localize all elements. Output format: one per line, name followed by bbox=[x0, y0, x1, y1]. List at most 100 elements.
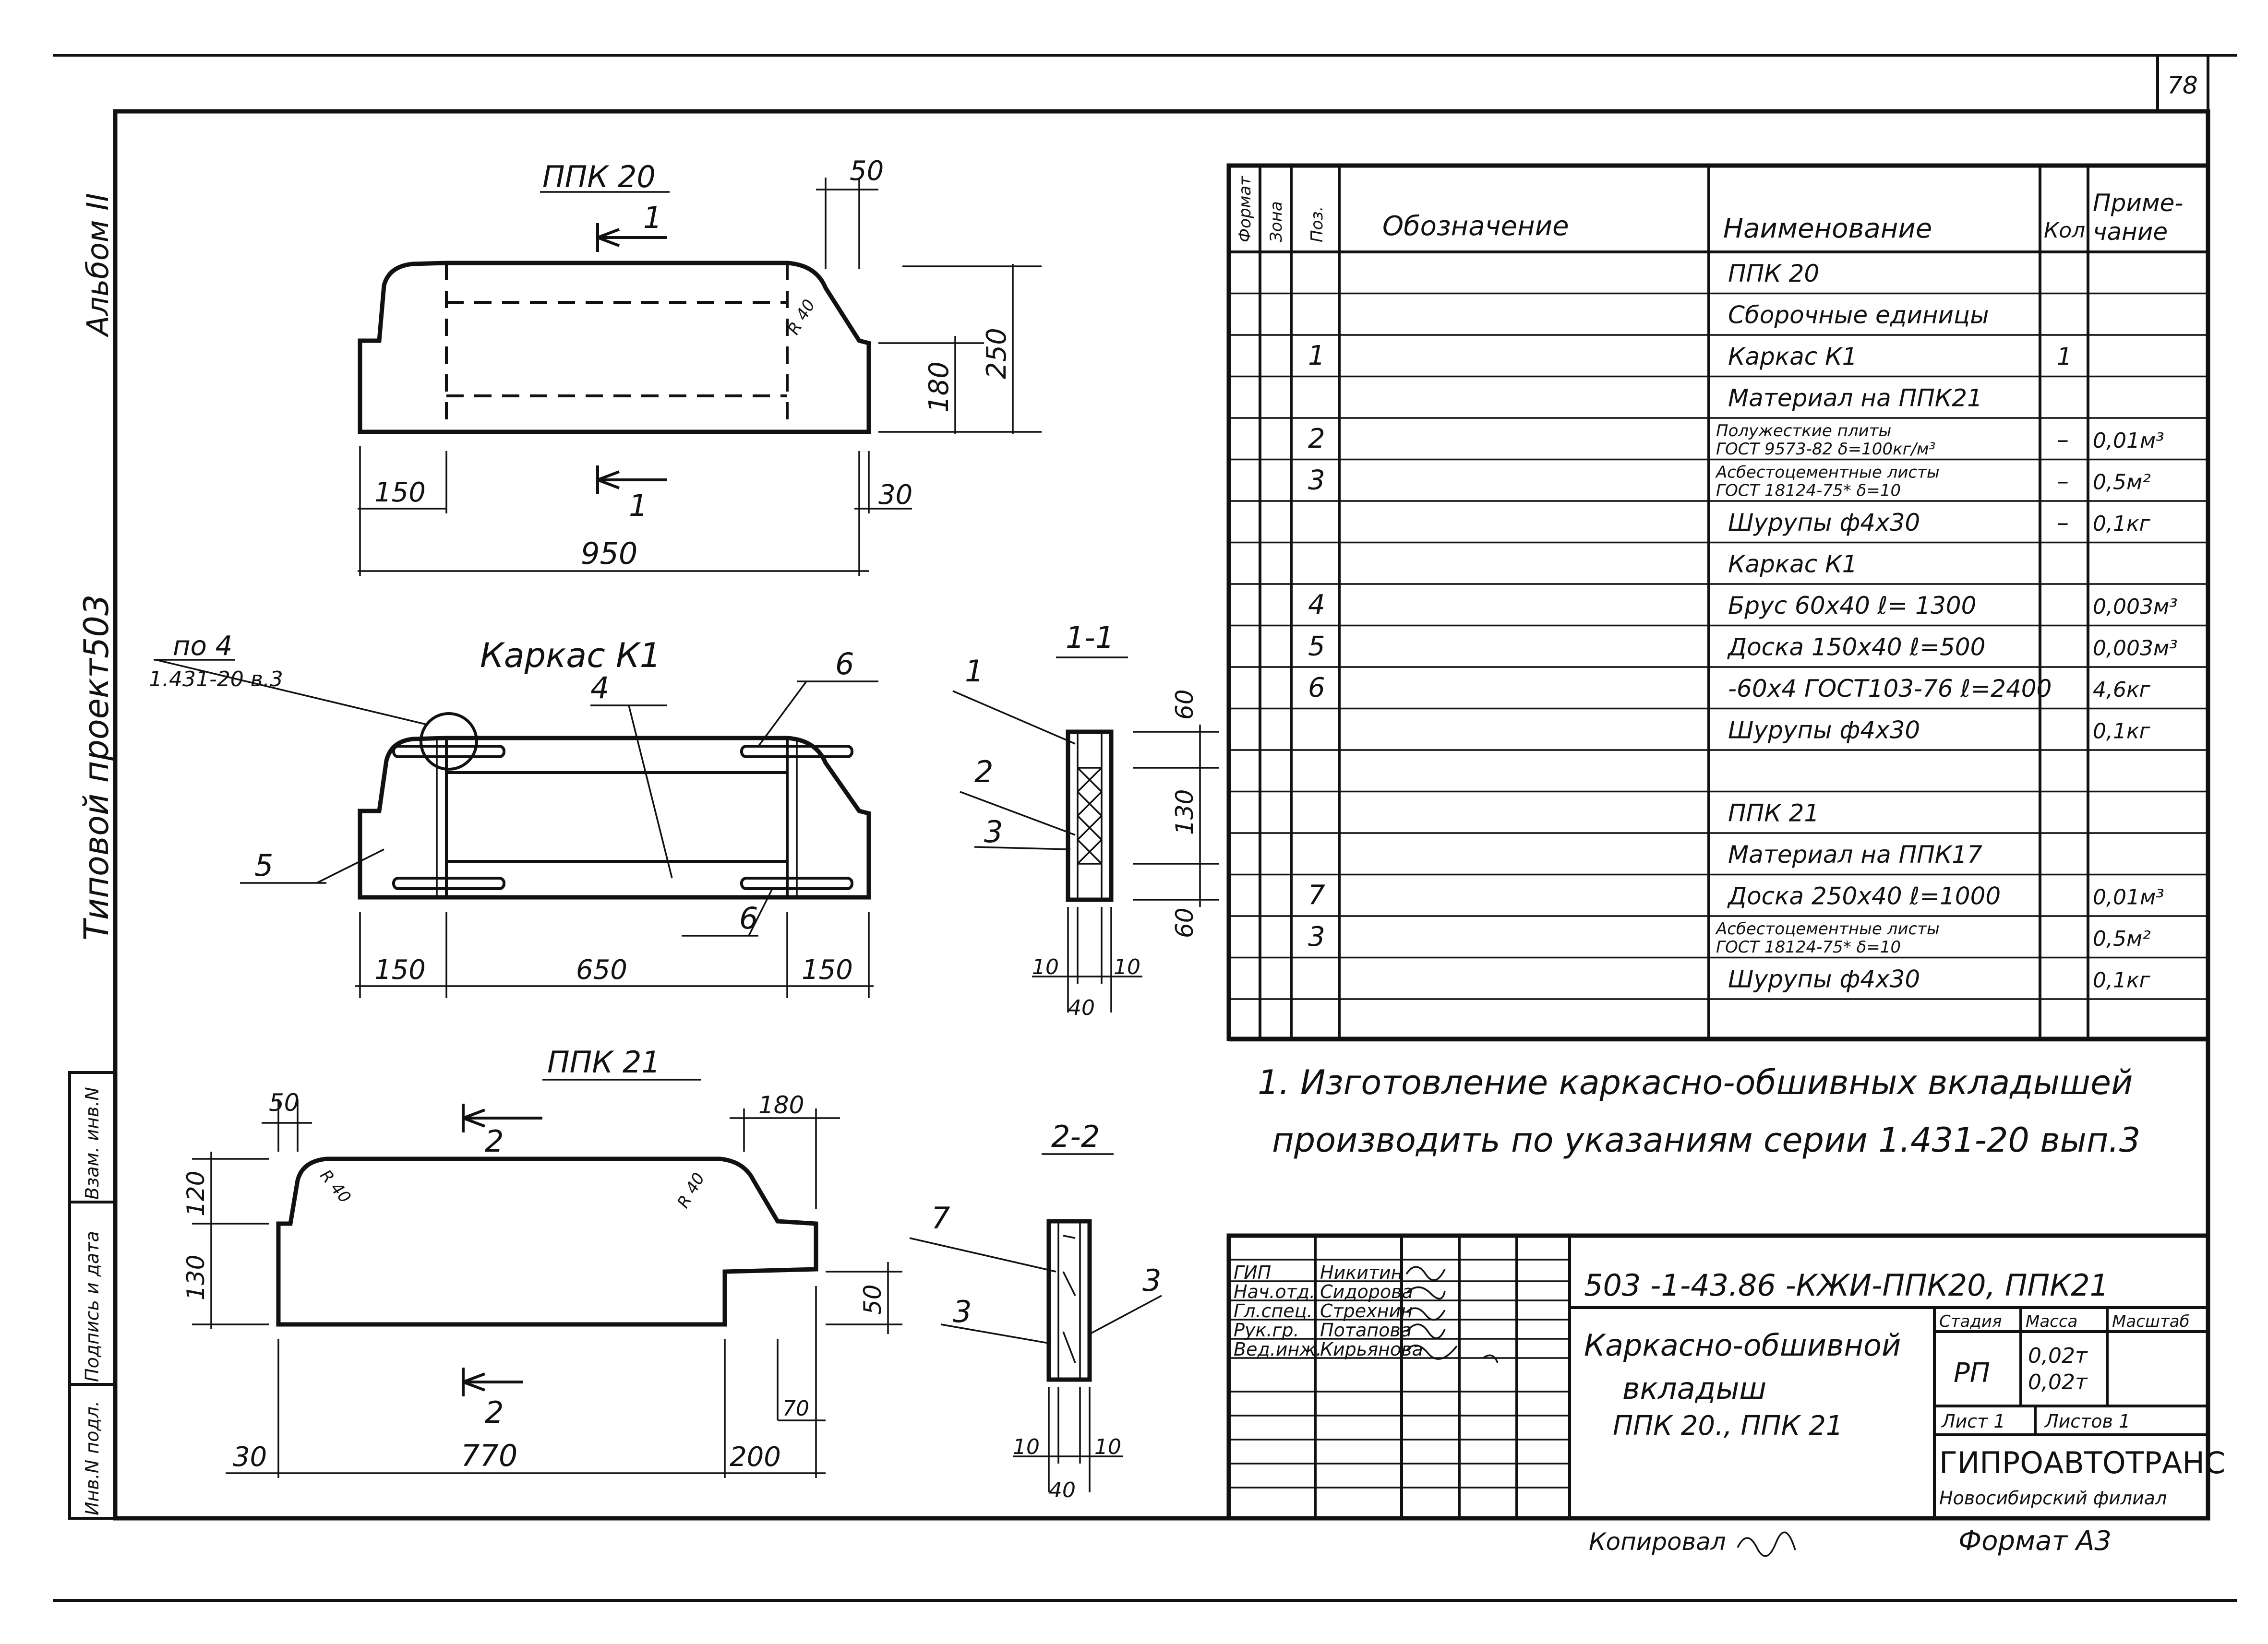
ppk20-title: ППК 20 bbox=[542, 159, 656, 194]
spec-header-note-1: Приме- bbox=[2093, 189, 2183, 217]
ppk20-radius: R 40 bbox=[784, 296, 819, 338]
section22-pos-3a: 3 bbox=[953, 1294, 972, 1329]
spec-header-designation: Обозначение bbox=[1382, 211, 1569, 242]
spec-header-note-2: чание bbox=[2093, 218, 2168, 246]
tb-role-1: Нач.отд. bbox=[1234, 1281, 1315, 1302]
tb-name-0: Никитин bbox=[1320, 1262, 1403, 1283]
project-label: Типовой проект503 bbox=[77, 595, 116, 941]
note-line-2: производить по указаниям серии 1.431-20 … bbox=[1272, 1120, 2140, 1160]
spec-cell-name: Брус 60х40 ℓ= 1300 bbox=[1728, 592, 1976, 619]
section11-dim-60b: 60 bbox=[1171, 907, 1199, 938]
footer-signature bbox=[1737, 1531, 1796, 1557]
spec-cell-pos: 7 bbox=[1308, 880, 1325, 911]
section11-dim-10a: 10 bbox=[1032, 955, 1059, 979]
frame-pos-6b: 6 bbox=[739, 901, 758, 936]
tb-title-2: вкладыш bbox=[1622, 1371, 1766, 1406]
spec-cell-name: Полужесткие плиты bbox=[1716, 421, 1891, 441]
tb-name-4: Кирьянова bbox=[1320, 1339, 1423, 1360]
stamp-inv: Инв.N подл. bbox=[82, 1401, 103, 1515]
spec-cell-pos: 4 bbox=[1308, 589, 1325, 620]
ppk21-dim-200: 200 bbox=[730, 1441, 781, 1473]
ppk21-section-arrow-top: 2 bbox=[462, 1104, 542, 1159]
spec-cell-qty: 1 bbox=[2057, 343, 2072, 370]
tb-code: 503 -1-43.86 -КЖИ-ППК20, ППК21 bbox=[1584, 1268, 2109, 1303]
section-1-1: 1-1 1 2 3 60 130 60 10 10 40 bbox=[952, 620, 1219, 1020]
frame-dim-150a: 150 bbox=[374, 954, 426, 986]
album-label: Альбом II bbox=[80, 193, 115, 338]
spec-cell-name: Материал на ППК17 bbox=[1728, 841, 1982, 869]
spec-cell-name: Материал на ППК21 bbox=[1728, 384, 1982, 412]
frame-k1-view: Каркас К1 по 4 1.431-20 в.3 4 6 6 5 bbox=[149, 631, 878, 998]
ppk21-dim-120: 120 bbox=[182, 1171, 210, 1216]
tb-role-2: Гл.спец. bbox=[1234, 1300, 1313, 1322]
spec-header-format: Формат bbox=[1236, 176, 1255, 242]
spec-cell-note: 0,1кг bbox=[2093, 512, 2151, 536]
section11-title: 1-1 bbox=[1066, 620, 1114, 655]
ppk21-section-mark-top: 2 bbox=[485, 1124, 504, 1159]
spec-cell-name: Асбестоцементные листы bbox=[1715, 463, 1940, 482]
spec-cell-name: Асбестоцементные листы bbox=[1715, 919, 1940, 939]
ppk21-dim-50: 50 bbox=[269, 1089, 300, 1117]
spec-cell-name: Сборочные единицы bbox=[1728, 301, 1989, 329]
spec-cell-name: ППК 21 bbox=[1728, 799, 1819, 827]
frame-title: Каркас К1 bbox=[480, 636, 661, 675]
spec-cell-qty: – bbox=[2057, 509, 2069, 536]
spec-cell-pos: 5 bbox=[1308, 631, 1325, 662]
ppk21-dim-770: 770 bbox=[461, 1438, 517, 1473]
section11-dim-40: 40 bbox=[1068, 996, 1095, 1020]
spec-cell-name-2: ГОСТ 9573-82 δ=100кг/м³ bbox=[1716, 440, 1935, 459]
frame-pos-4: 4 bbox=[590, 670, 609, 705]
section11-pos-3: 3 bbox=[984, 814, 1003, 849]
section11-dim-130: 130 bbox=[1171, 789, 1199, 835]
tb-role-4: Вед.инж. bbox=[1234, 1339, 1322, 1360]
tb-mass-1: 0,02т bbox=[2028, 1344, 2088, 1368]
section22-title: 2-2 bbox=[1051, 1119, 1100, 1154]
tb-title-1: Каркасно-обшивной bbox=[1584, 1328, 1901, 1363]
spec-cell-pos: 3 bbox=[1308, 465, 1325, 496]
page-number: 78 bbox=[2167, 71, 2198, 99]
frame-callout-line1: по 4 bbox=[173, 631, 232, 662]
tb-sheet: Лист 1 bbox=[1941, 1411, 2005, 1432]
spec-cell-note: 0,1кг bbox=[2093, 968, 2151, 993]
spec-cell-note: 0,01м³ bbox=[2093, 429, 2164, 453]
spec-cell-note: 0,003м³ bbox=[2093, 595, 2178, 619]
ppk21-dim-130: 130 bbox=[182, 1255, 210, 1300]
section22-dim-40: 40 bbox=[1049, 1478, 1076, 1502]
tb-scale-header: Масштаб bbox=[2112, 1312, 2190, 1331]
tb-signatures bbox=[1405, 1266, 1499, 1363]
spec-cell-name: Каркас К1 bbox=[1728, 343, 1857, 370]
ppk20-section-mark-bottom: 1 bbox=[629, 488, 648, 523]
spec-header-pos: Поз. bbox=[1308, 206, 1327, 242]
section22-dim-10a: 10 bbox=[1013, 1435, 1040, 1459]
spec-cell-name: Доска 250х40 ℓ=1000 bbox=[1727, 882, 2001, 910]
ppk21-title: ППК 21 bbox=[547, 1045, 660, 1080]
section11-dim-60a: 60 bbox=[1171, 689, 1199, 720]
footer-copied: Копировал bbox=[1589, 1528, 1726, 1556]
spec-header-zone: Зона bbox=[1267, 201, 1286, 242]
spec-cell-qty: – bbox=[2057, 426, 2069, 453]
spec-cell-note: 4,6кг bbox=[2093, 678, 2151, 702]
ppk20-dim-950: 950 bbox=[581, 536, 637, 571]
ppk21-dim-70: 70 bbox=[782, 1396, 809, 1421]
tb-sheets: Листов 1 bbox=[2044, 1411, 2130, 1432]
spec-cell-name: -60х4 ГОСТ103-76 ℓ=2400 bbox=[1728, 675, 2052, 703]
spec-cell-name: Шурупы ф4х30 bbox=[1728, 509, 1920, 536]
spec-cell-name-2: ГОСТ 18124-75* δ=10 bbox=[1716, 481, 1901, 500]
spec-header-name: Наименование bbox=[1723, 213, 1932, 244]
spec-cell-pos: 2 bbox=[1308, 423, 1325, 454]
frame-callout-line2: 1.431-20 в.3 bbox=[149, 667, 283, 691]
tb-org-1: ГИПРОАВТОТРАНС bbox=[1939, 1445, 2225, 1480]
spec-cell-qty: – bbox=[2057, 467, 2069, 495]
ppk21-dim-180: 180 bbox=[758, 1091, 804, 1119]
spec-cell-note: 0,5м² bbox=[2093, 470, 2151, 495]
tb-mass-header: Масса bbox=[2026, 1312, 2077, 1331]
tb-stage-header: Стадия bbox=[1939, 1312, 2002, 1331]
ppk20-dim-180: 180 bbox=[924, 361, 955, 413]
spec-cell-note: 0,01м³ bbox=[2093, 885, 2164, 910]
ppk20-dim-50: 50 bbox=[850, 155, 884, 187]
stamp-vzam: Взам. инв.N bbox=[82, 1087, 103, 1200]
ppk20-section-arrow-top: 1 bbox=[596, 200, 667, 252]
section11-dim-10b: 10 bbox=[1114, 955, 1140, 979]
frame-dim-650: 650 bbox=[576, 954, 627, 986]
